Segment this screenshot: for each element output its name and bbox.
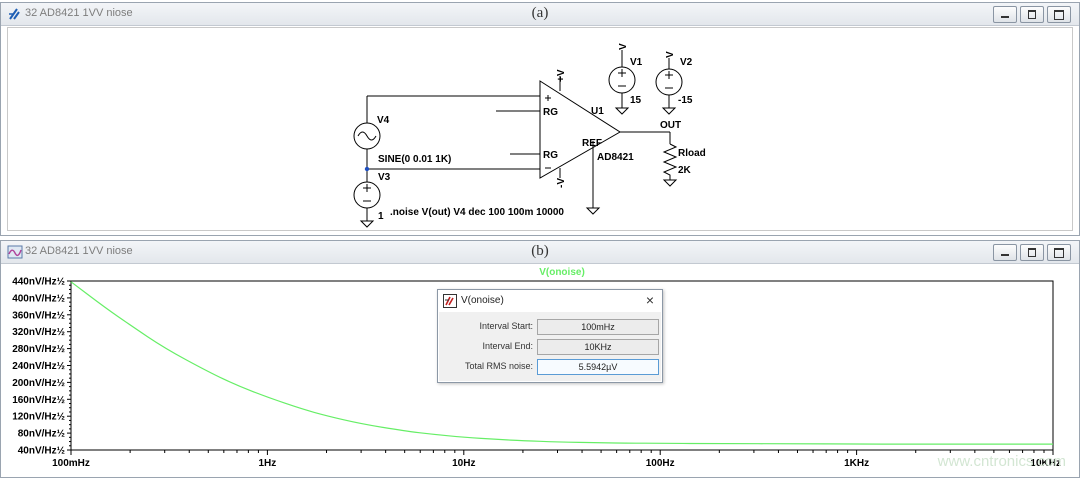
- plot-window-title: 32 AD8421 1VV niose: [25, 245, 133, 257]
- x-tick-label: 100mHz: [52, 458, 90, 469]
- restore-icon: [1028, 248, 1036, 257]
- y-tick-label: 120nV/Hz½: [12, 412, 65, 423]
- maximize-button[interactable]: [1047, 6, 1071, 23]
- total-rms-noise-field[interactable]: 5.5942µV: [537, 359, 659, 375]
- v2-rail-label: V: [665, 51, 676, 58]
- out-net-label: OUT: [660, 120, 681, 131]
- schematic-window: 32 AD8421 1VV niose (a): [0, 2, 1080, 236]
- v1-label: V1: [630, 57, 643, 68]
- interval-start-field[interactable]: 100mHz: [537, 319, 659, 335]
- v1-value-label: 15: [630, 95, 642, 106]
- minimize-icon: [1001, 16, 1009, 18]
- y-tick-label: 200nV/Hz½: [12, 378, 65, 389]
- restore-button[interactable]: [1020, 6, 1044, 23]
- dialog-title: V(onoise): [461, 295, 504, 306]
- minimize-button[interactable]: [993, 6, 1017, 23]
- x-tick-label: 100Hz: [646, 458, 675, 469]
- minimize-button[interactable]: [993, 244, 1017, 261]
- noise-directive: .noise V(out) V4 dec 100 100m 10000: [390, 207, 564, 218]
- rload-value-label: 2K: [678, 165, 692, 176]
- interval-end-label: Interval End:: [482, 341, 533, 351]
- junction-dot: [364, 166, 370, 172]
- y-tick-label: 40nV/Hz½: [18, 446, 65, 457]
- y-tick-label: 160nV/Hz½: [12, 395, 65, 406]
- y-tick-label: 80nV/Hz½: [18, 429, 65, 440]
- x-tick-label: 1Hz: [259, 458, 277, 469]
- interval-end-row: Interval End: 10KHz: [439, 339, 661, 355]
- minimize-icon: [1001, 254, 1009, 256]
- opamp-plus-rail-label: +V: [556, 69, 567, 82]
- series-line-onoise[interactable]: [70, 281, 1053, 445]
- dialog-titlebar[interactable]: V(onoise) ×: [438, 290, 662, 312]
- opamp-minus-rail-label: -V: [556, 178, 567, 188]
- v1-rail-label: V: [618, 43, 629, 50]
- schematic-canvas[interactable]: V V +V -V V4 SINE(0 0.01 1K) V3 1 .noise…: [7, 27, 1073, 231]
- x-tick-label: 1KHz: [844, 458, 869, 469]
- watermark: www.cntronics.com: [937, 453, 1066, 470]
- dialog-close-button[interactable]: ×: [645, 292, 654, 308]
- y-tick-label: 280nV/Hz½: [12, 344, 65, 355]
- schematic-titlebar[interactable]: 32 AD8421 1VV niose (a): [1, 3, 1079, 26]
- ltspice-app-icon: [443, 294, 457, 308]
- y-tick-label: 440nV/Hz½: [12, 277, 65, 288]
- part-name-label: AD8421: [597, 152, 634, 163]
- interval-end-field[interactable]: 10KHz: [537, 339, 659, 355]
- ltspice-waveform-icon: [7, 245, 23, 259]
- rload-label: Rload: [678, 148, 706, 159]
- u1-label: U1: [591, 106, 604, 117]
- maximize-button[interactable]: [1047, 244, 1071, 261]
- panel-label-b: (b): [531, 243, 549, 259]
- sine-spec-label: SINE(0 0.01 1K): [378, 154, 451, 165]
- schematic-drawing: V V +V -V V4 SINE(0 0.01 1K) V3 1 .noise…: [353, 43, 706, 228]
- dialog-body: Interval Start: 100mHz Interval End: 10K…: [439, 312, 661, 381]
- restore-button[interactable]: [1020, 244, 1044, 261]
- v2-value-label: -15: [678, 95, 693, 106]
- total-rms-noise-label: Total RMS noise:: [464, 361, 533, 371]
- panel-label-a: (a): [531, 5, 549, 21]
- total-rms-noise-row: Total RMS noise: 5.5942µV: [439, 359, 661, 375]
- y-tick-label: 240nV/Hz½: [12, 361, 65, 372]
- maximize-icon: [1054, 248, 1064, 258]
- schematic-window-controls: [993, 6, 1071, 23]
- trace-label[interactable]: V(onoise): [539, 267, 585, 278]
- y-tick-label: 320nV/Hz½: [12, 327, 65, 338]
- rg-pin-label-bottom: RG: [543, 150, 558, 161]
- schematic-window-title: 32 AD8421 1VV niose: [25, 7, 133, 19]
- x-tick-label: 10Hz: [452, 458, 475, 469]
- y-tick-label: 400nV/Hz½: [12, 293, 65, 304]
- interval-start-row: Interval Start: 100mHz: [439, 319, 661, 335]
- interval-start-label: Interval Start:: [479, 321, 533, 331]
- ltspice-schematic-icon: [9, 8, 20, 20]
- rg-pin-label-top: RG: [543, 107, 558, 118]
- noise-measure-dialog: V(onoise) × Interval Start: 100mHz Inter…: [437, 289, 663, 383]
- restore-icon: [1028, 10, 1036, 19]
- v2-label: V2: [680, 57, 693, 68]
- ref-pin-label: REF: [582, 138, 602, 149]
- plot-window-controls: [993, 244, 1071, 261]
- x-tick-label: 10KHz: [1030, 458, 1061, 469]
- maximize-icon: [1054, 10, 1064, 20]
- plot-titlebar[interactable]: 32 AD8421 1VV niose (b): [1, 241, 1079, 264]
- v3-label: V3: [378, 172, 391, 183]
- y-tick-label: 360nV/Hz½: [12, 310, 65, 321]
- v3-value-label: 1: [378, 211, 384, 222]
- v4-label: V4: [377, 115, 390, 126]
